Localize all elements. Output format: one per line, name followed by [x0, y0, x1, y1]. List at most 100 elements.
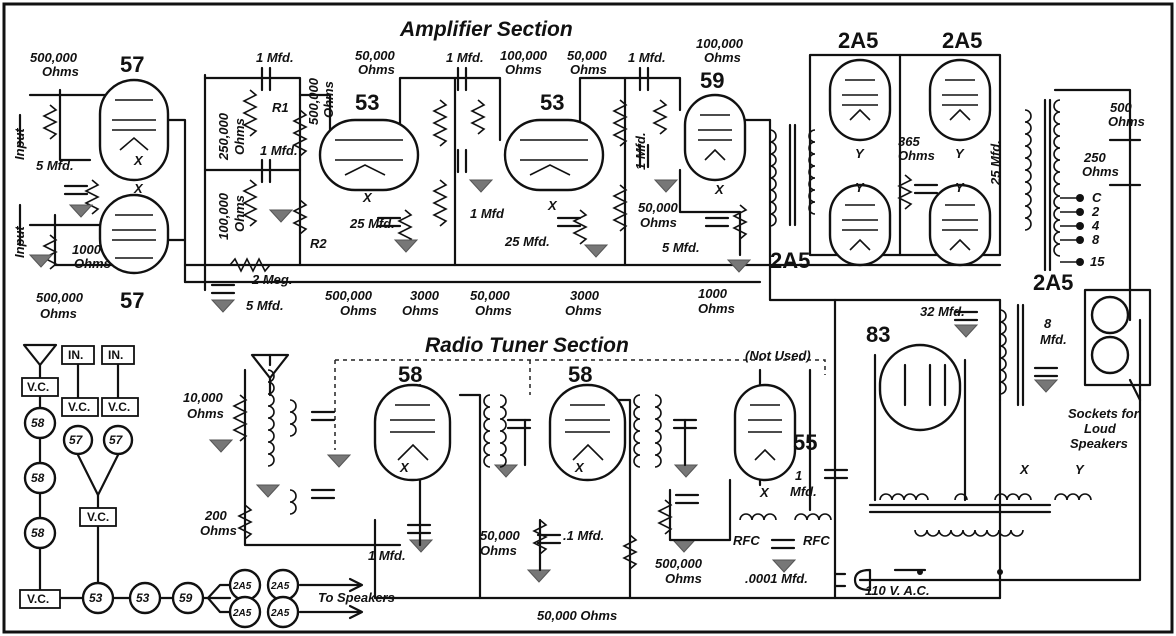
- tube-55: 55: [793, 430, 817, 455]
- label-tap-8: 8: [1092, 232, 1100, 247]
- amplifier-capacitors: [63, 66, 1059, 378]
- label-200-2: Ohms: [200, 523, 237, 538]
- label-10000-1: 10,000: [183, 390, 224, 405]
- label-10000-2: Ohms: [187, 406, 224, 421]
- label-3000-b-2: Ohms: [565, 303, 602, 318]
- label-100000-top-1: 100,000: [500, 48, 548, 63]
- block-2a5-4: 2A5: [270, 608, 290, 619]
- label-1000-b-1: 1000: [698, 286, 728, 301]
- block-2a5-2: 2A5: [270, 581, 290, 592]
- text-layer: Amplifier Section Radio Tuner Section 57…: [12, 18, 1145, 623]
- label-500-2: Ohms: [1108, 114, 1145, 129]
- block-57-2: 57: [109, 433, 124, 447]
- label-500-1: 500: [1110, 100, 1132, 115]
- block-58-2: 58: [31, 471, 45, 485]
- block-vc-bottom: V.C.: [27, 592, 49, 606]
- label-50000-e-1: 50,000: [480, 528, 521, 543]
- power-plug-icon: [833, 568, 1003, 592]
- tube-57-bottom: 57: [120, 288, 144, 313]
- label-3000-a-1: 3000: [410, 288, 440, 303]
- label-100000-b-2: Ohms: [704, 50, 741, 65]
- label-1mfd-d: 1 Mfd: [470, 206, 505, 221]
- tuner-capacitors: [310, 410, 849, 550]
- label-3000-a-2: Ohms: [402, 303, 439, 318]
- label-input-bottom: Input: [12, 226, 27, 258]
- label-sockets-3: Speakers: [1070, 436, 1128, 451]
- speaker-sockets: [1083, 288, 1152, 402]
- label-y-2: Y: [955, 146, 965, 161]
- block-vc-top: V.C.: [27, 380, 49, 394]
- label-rfc-1: RFC: [733, 533, 760, 548]
- label-250-1: 250: [1083, 150, 1106, 165]
- label-tap-2: 2: [1091, 204, 1100, 219]
- label-1000-left-2: Ohms: [74, 256, 111, 271]
- block-vc-3: V.C.: [108, 400, 130, 414]
- label-500k-top-1: 500,000: [30, 50, 78, 65]
- label-tap-15: 15: [1090, 254, 1105, 269]
- block-diagram-shapes: [19, 345, 300, 629]
- tube-2a5-4: 2A5: [1033, 270, 1073, 295]
- label-y-1: Y: [855, 146, 865, 161]
- label-32mfd: 32 Mfd.: [920, 304, 965, 319]
- label-1000-b-2: Ohms: [698, 301, 735, 316]
- label-365-1: 365: [898, 134, 920, 149]
- tube-58-first: 58: [398, 362, 422, 387]
- label-1mfd-b: 1 Mfd.: [260, 143, 298, 158]
- label-5mfd-left: 5 Mfd.: [36, 158, 74, 173]
- label-250000-2: Ohms: [232, 118, 247, 155]
- block-vc-2: V.C.: [68, 400, 90, 414]
- tube-53-second: 53: [540, 90, 564, 115]
- label-110vac: 110 V. A.C.: [865, 583, 930, 598]
- label-50000-d-1: 50,000: [638, 200, 679, 215]
- label-500000-vert: 500,000: [306, 77, 321, 125]
- block-2a5-1: 2A5: [232, 581, 252, 592]
- label-50000-a-2: Ohms: [358, 62, 395, 77]
- block-vc-4: V.C.: [87, 510, 109, 524]
- tube-2a5-2: 2A5: [942, 28, 982, 53]
- label-x-8: X: [759, 485, 770, 500]
- tuner-resistors: [232, 394, 673, 570]
- label-rfc-2: RFC: [803, 533, 830, 548]
- tube-2a5-3: 2A5: [770, 248, 810, 273]
- label-1mfd-f: 1 Mfd.: [633, 132, 648, 170]
- label-100000-1: 100,000: [216, 192, 231, 240]
- label-x-6: X: [399, 460, 410, 475]
- tube-53-first: 53: [355, 90, 379, 115]
- label-200-1: 200: [204, 508, 227, 523]
- label-x-4: X: [547, 198, 558, 213]
- label-input-top: Input: [12, 128, 27, 160]
- label-500000-vert-2: Ohms: [321, 81, 336, 118]
- label-25mfd-b: 25 Mfd.: [504, 234, 550, 249]
- block-57-1: 57: [69, 433, 84, 447]
- label-sockets-2: Loud: [1084, 421, 1117, 436]
- label-250-2: Ohms: [1082, 164, 1119, 179]
- block-59: 59: [179, 591, 193, 605]
- label-100000-b-1: 100,000: [696, 36, 744, 51]
- label-500k-top-2: Ohms: [42, 64, 79, 79]
- label-to-speakers: To Speakers: [318, 590, 395, 605]
- label-tap-4: 4: [1091, 218, 1100, 233]
- label-50000-a-1: 50,000: [355, 48, 396, 63]
- label-0001mfd: .0001 Mfd.: [745, 571, 808, 586]
- label-50000-ohms-bottom: 50,000 Ohms: [537, 608, 617, 623]
- label-1mfd-g: 1 Mfd.: [368, 548, 406, 563]
- label-x-7: X: [574, 460, 585, 475]
- label-x-1: X: [133, 153, 144, 168]
- block-58-3: 58: [31, 526, 45, 540]
- label-2meg: 2 Meg.: [251, 272, 292, 287]
- label-50000-e-2: Ohms: [480, 543, 517, 558]
- block-in-1: IN.: [68, 348, 83, 362]
- block-53-1: 53: [89, 591, 103, 605]
- label-1mfd-e: 1 Mfd.: [628, 50, 666, 65]
- label-1mfd-a: 1 Mfd.: [256, 50, 294, 65]
- label-25mfd-c: 25 Mfd.: [988, 140, 1003, 186]
- block-53-2: 53: [136, 591, 150, 605]
- label-25mfd-a: 25 Mfd.: [349, 216, 395, 231]
- label-500k-bottom-1: 500,000: [36, 290, 84, 305]
- label-x-power: X: [1019, 462, 1030, 477]
- label-8mfd-2: Mfd.: [1040, 332, 1067, 347]
- label-1mfd-c: 1 Mfd.: [446, 50, 484, 65]
- label-50000-c-2: Ohms: [570, 62, 607, 77]
